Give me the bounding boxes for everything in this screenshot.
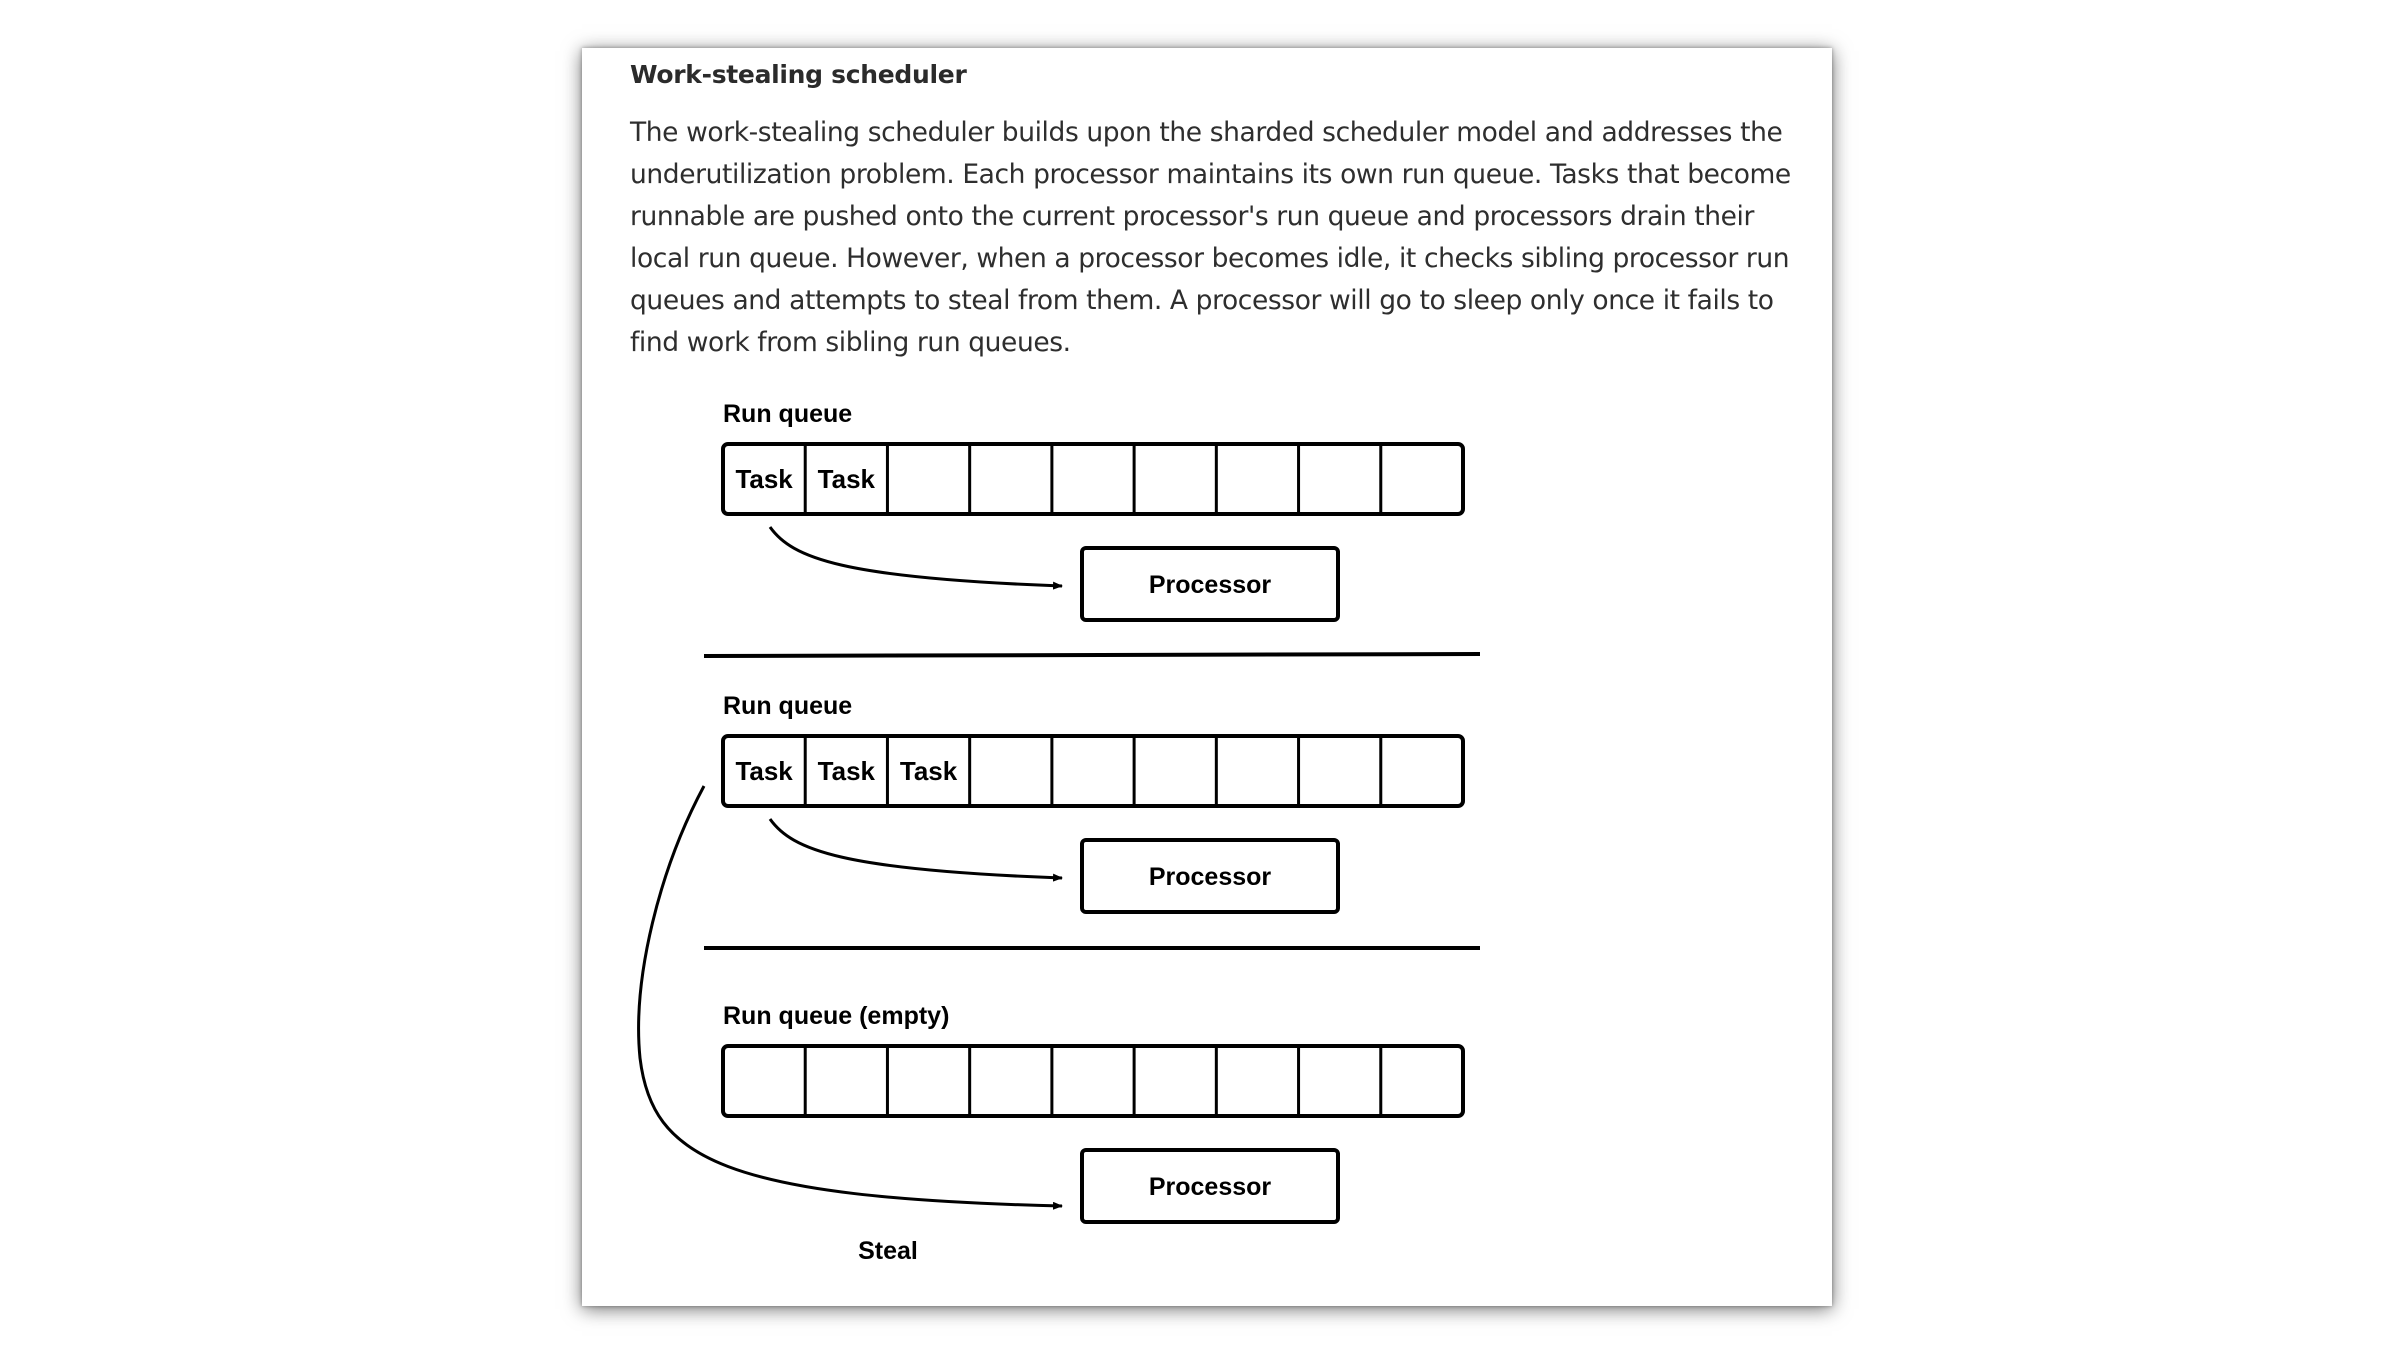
- task-cell-label: Task: [735, 464, 793, 494]
- section-heading: Work-stealing scheduler: [630, 60, 967, 89]
- document-card: Work-stealing scheduler The work-stealin…: [582, 48, 1832, 1306]
- steal-label: Steal: [858, 1237, 918, 1265]
- processor-label-1: Processor: [1149, 571, 1272, 599]
- task-cell-label: Task: [735, 756, 793, 786]
- run-queue-label-1: Run queue: [723, 400, 852, 428]
- dequeue-arrow-2: [768, 818, 1063, 882]
- run-queue-section-2: Run queue Task Task Task Processor: [721, 692, 1465, 914]
- task-cell-label: Task: [818, 464, 876, 494]
- run-queue-3: [721, 1044, 1465, 1118]
- processor-label-3: Processor: [1149, 1173, 1272, 1201]
- run-queue-section-3: Run queue (empty) Processor: [721, 1002, 1465, 1224]
- processor-box-2: [1080, 838, 1340, 914]
- section-divider-1: [703, 652, 1481, 658]
- run-queue-section-1: Run queue Task Task Processor: [721, 400, 1465, 622]
- run-queue-label-2: Run queue: [723, 692, 852, 720]
- run-queue-1: [721, 442, 1465, 516]
- steal-arrow: [637, 785, 1063, 1210]
- dequeue-arrow-1: [768, 526, 1063, 590]
- processor-box-1: [1080, 546, 1340, 622]
- run-queue-label-3: Run queue (empty): [723, 1002, 949, 1030]
- run-queue-2: [721, 734, 1465, 808]
- processor-box-3: [1080, 1148, 1340, 1224]
- task-cell-label: Task: [818, 756, 876, 786]
- processor-label-2: Processor: [1149, 863, 1272, 891]
- section-paragraph: The work-stealing scheduler builds upon …: [630, 117, 1791, 358]
- task-cell-label: Task: [900, 756, 958, 786]
